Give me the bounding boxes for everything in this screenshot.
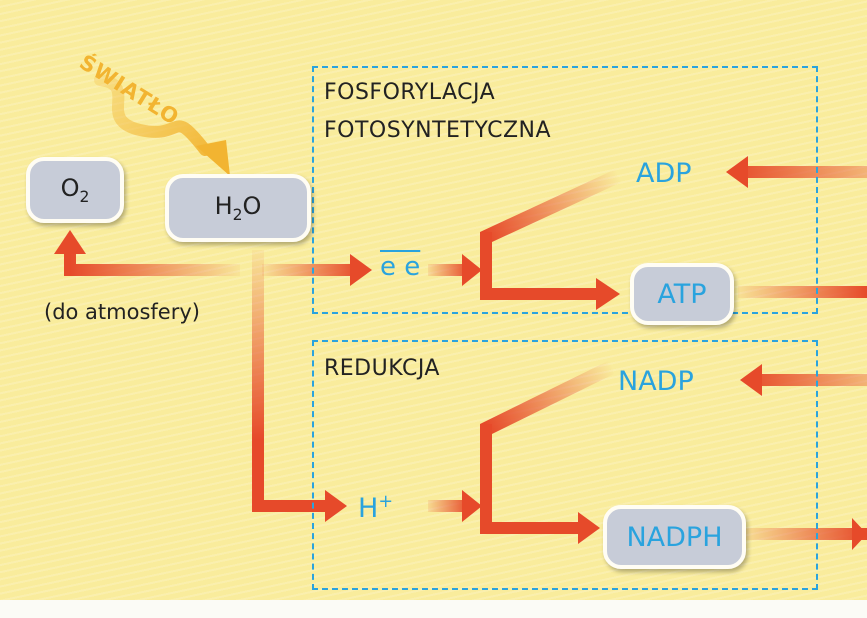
arrow-atp-out bbox=[738, 286, 867, 298]
arrow-branch-diagonal-nadp bbox=[480, 360, 614, 434]
arrow-branch-vertical-nadph bbox=[480, 424, 492, 534]
atp-node: ATP bbox=[630, 263, 734, 325]
o2-label: O2 bbox=[60, 174, 90, 206]
arrow-branch-vertical-atp bbox=[480, 232, 492, 300]
light-arrow-head bbox=[196, 140, 230, 176]
atp-label: ATP bbox=[657, 278, 707, 310]
adp-label: ADP bbox=[636, 158, 692, 189]
arrow-h2o-to-o2 bbox=[64, 250, 240, 276]
reduction-frame bbox=[312, 340, 818, 590]
arrow-branch-to-atp bbox=[480, 288, 598, 300]
arrow-in-adp bbox=[744, 166, 867, 178]
phosphorylation-frame bbox=[312, 66, 818, 314]
arrow-proton-to-branch bbox=[428, 500, 464, 512]
page-bottom-margin bbox=[0, 600, 867, 618]
arrow-head-branch-1 bbox=[462, 254, 482, 286]
arrow-head-o2 bbox=[54, 230, 86, 254]
arrow-head-nadph bbox=[578, 512, 600, 544]
phosphorylation-title-2: FOTOSYNTETYCZNA bbox=[324, 118, 552, 143]
arrow-h2o-to-electrons bbox=[262, 264, 352, 276]
arrow-nadph-out bbox=[744, 528, 867, 540]
arrow-head-adp bbox=[726, 156, 748, 188]
arrow-head-atp bbox=[596, 278, 620, 310]
arrow-head-branch-2 bbox=[462, 490, 482, 522]
electrons-label: e e bbox=[380, 252, 421, 282]
arrow-electrons-to-branch bbox=[428, 264, 464, 276]
h2o-label: H2O bbox=[214, 192, 262, 224]
light-wave-arrow bbox=[94, 74, 211, 156]
arrow-head-proton bbox=[325, 490, 347, 522]
arrow-in-nadp bbox=[758, 374, 867, 386]
phosphorylation-title-1: FOSFORYLACJA bbox=[324, 80, 496, 105]
o2-node: O2 bbox=[26, 157, 124, 223]
arrow-branch-diagonal-adp bbox=[480, 168, 622, 242]
arrow-head-electrons bbox=[350, 254, 372, 286]
arrow-branch-to-nadph bbox=[480, 522, 580, 534]
nadph-node: NADPH bbox=[603, 505, 746, 569]
h2o-node: H2O bbox=[165, 174, 311, 242]
atmosphere-label: (do atmosfery) bbox=[44, 300, 200, 324]
arrow-head-nadp bbox=[740, 364, 762, 396]
arrow-to-proton bbox=[252, 500, 327, 512]
reduction-title: REDUKCJA bbox=[324, 356, 440, 381]
proton-label: H+ bbox=[358, 492, 394, 524]
nadp-label: NADP bbox=[618, 366, 694, 397]
arrow-head-nadph-out bbox=[852, 518, 867, 550]
arrow-h2o-down bbox=[252, 250, 264, 512]
nadph-label: NADPH bbox=[626, 521, 723, 553]
